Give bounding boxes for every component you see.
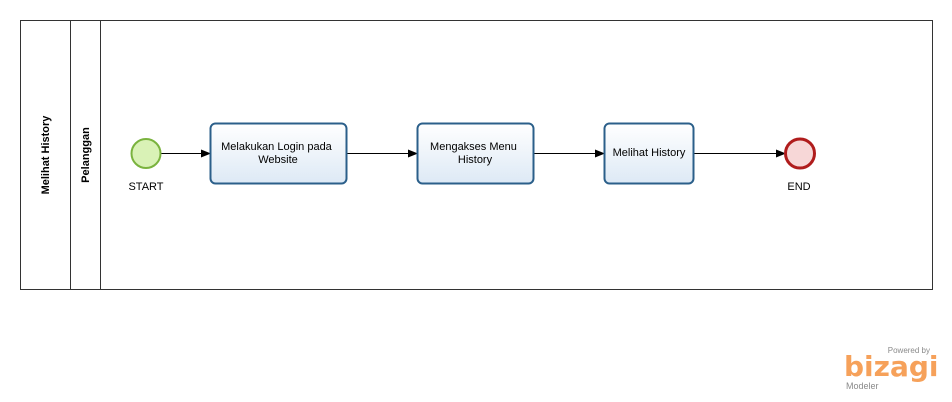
logo-wordmark: bizagi [844,350,939,383]
task-label: Melakukan Login pada Website [221,141,335,166]
logo-product: Modeler [846,381,879,391]
task-box[interactable] [603,122,695,185]
task-label: Mengakses Menu History [430,141,520,166]
lane-label: Pelanggan [80,127,92,183]
bizagi-logo: Powered by bizagi Modeler [842,346,938,394]
start-event-label: START [128,181,163,193]
task-label: Melihat History [613,147,686,159]
end-event-label: END [787,181,810,193]
start-event[interactable] [130,138,162,169]
task-melihat-history[interactable]: Melihat History [603,122,695,185]
task-melakukan-login[interactable]: Melakukan Login pada Website [209,122,348,185]
pool-label: Melihat History [40,115,52,195]
end-event[interactable] [784,137,816,170]
task-box[interactable] [416,122,535,185]
task-box[interactable] [209,122,348,185]
logo-powered-by: Powered by [887,346,930,355]
task-mengakses-menu-history[interactable]: Mengakses Menu History [416,122,535,185]
